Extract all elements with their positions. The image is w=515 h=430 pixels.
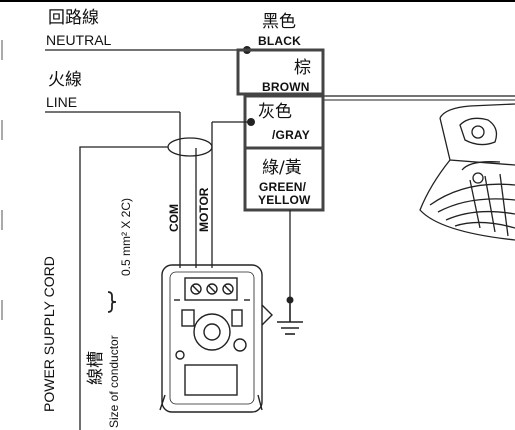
- brown-label-cn: 棕: [294, 58, 311, 78]
- black-wire-box: [236, 48, 325, 96]
- line-label: LINE: [46, 94, 78, 110]
- green-yellow-label-cn: 綠/黃: [262, 158, 302, 178]
- black-label: BLACK: [258, 34, 301, 48]
- conductor-size-label-cn: 線槽: [86, 351, 106, 385]
- neutral-label: NEUTRAL: [46, 32, 112, 48]
- controller-device: [159, 264, 273, 413]
- yellow-label: YELLOW: [258, 193, 311, 207]
- green-yellow-box: [243, 146, 325, 212]
- green-label: GREEN/: [259, 180, 307, 194]
- gray-label: /GRAY: [272, 128, 310, 142]
- line-label-cn: 火線: [48, 70, 82, 90]
- conductor-brace: [107, 291, 117, 313]
- ground-symbol: [277, 300, 303, 335]
- cable-bundle-ellipse: [167, 137, 213, 157]
- brown-label: BROWN: [262, 80, 310, 94]
- neutral-label-cn: 回路線: [48, 8, 99, 28]
- power-cord-line: [79, 146, 168, 430]
- motor-label: MOTOR: [197, 187, 211, 232]
- conductor-size-label: Size of conductor: [107, 335, 121, 428]
- fan-unit: [419, 103, 515, 241]
- black-label-cn: 黑色: [262, 12, 296, 32]
- conductor-spec-label: 0.5 mm² X 2C): [119, 197, 133, 276]
- com-label: COM: [167, 204, 181, 232]
- gray-label-cn: 灰色: [258, 102, 292, 122]
- power-supply-cord-label: POWER SUPPLY CORD: [41, 256, 57, 412]
